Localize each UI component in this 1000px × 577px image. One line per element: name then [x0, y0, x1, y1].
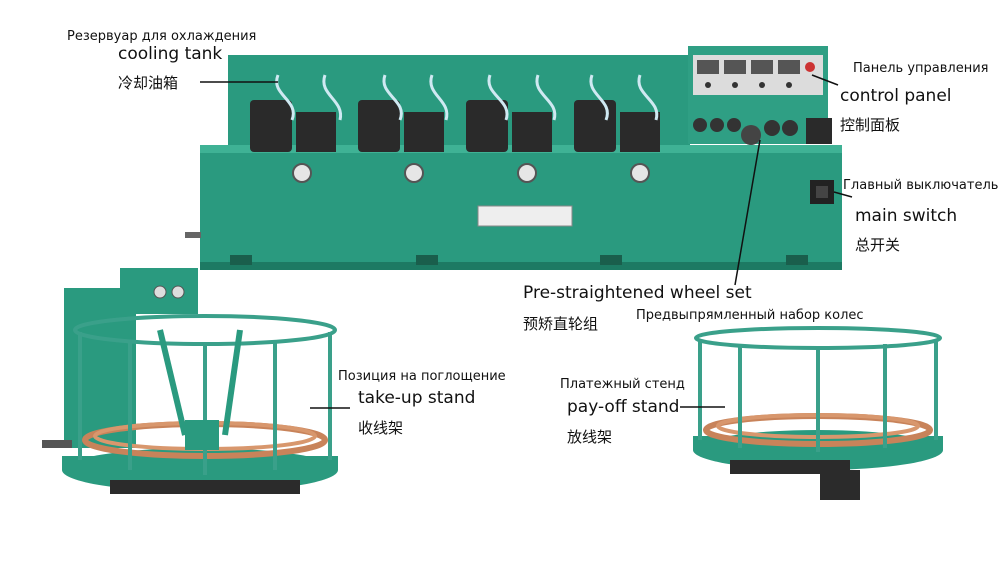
- wheel-4: [741, 125, 761, 145]
- control-panel-label-zh: 控制面板: [840, 116, 901, 134]
- hose-4: [429, 74, 449, 121]
- nameplate: [477, 205, 573, 227]
- foot-slot-4: [786, 255, 808, 265]
- main-switch-label-ru: Главный выключатель: [843, 178, 999, 193]
- knob-1: [705, 82, 711, 88]
- wheel-housing: [806, 118, 832, 144]
- porthole-3: [517, 163, 537, 183]
- porthole-1: [292, 163, 312, 183]
- wheel-1: [693, 118, 707, 132]
- leader-lines: [200, 74, 853, 409]
- gearbox-3: [512, 112, 552, 152]
- cooling-tank-label-en: cooling tank: [118, 44, 223, 64]
- hose-2: [322, 74, 343, 121]
- pre-straightened-wheels: [693, 118, 832, 145]
- drawing-unit-2: [358, 100, 400, 152]
- pay-off-stand: [693, 326, 943, 500]
- meter-4: [778, 60, 800, 74]
- control-panel-label-ru: Панель управления: [853, 61, 989, 76]
- control-panel-label-en: control panel: [840, 86, 952, 106]
- take-up-stand: [42, 268, 338, 494]
- take-up-strut-1: [157, 329, 188, 436]
- pre-straightened-label-en: Pre-straightened wheel set: [523, 283, 752, 303]
- porthole-4: [630, 163, 650, 183]
- cooling-tank-label-zh: 冷却油箱: [118, 74, 179, 92]
- take-up-cage: [73, 314, 337, 475]
- pay-off-cage-ring: [694, 326, 942, 350]
- pre-straightened-label-zh: 预矫直轮组: [523, 315, 599, 333]
- drawing-unit-4: [574, 100, 616, 152]
- gauge-2: [171, 285, 185, 299]
- leader-pre-straightened: [734, 139, 761, 286]
- meter-3: [751, 60, 773, 74]
- machine-bottom-edge: [200, 262, 842, 270]
- main-switch-label-zh: 总开关: [855, 236, 901, 254]
- take-up-tower: [64, 288, 136, 448]
- knob-2: [732, 82, 738, 88]
- knob-3: [759, 82, 765, 88]
- wheel-3: [727, 118, 741, 132]
- take-up-arm: [42, 440, 72, 448]
- drawing-unit-3: [466, 100, 508, 152]
- main-machine: [185, 46, 842, 270]
- gauge-1: [153, 285, 167, 299]
- cooling-tank-label-ru: Резервуар для охлаждения: [67, 29, 257, 44]
- hose-1: [275, 74, 295, 121]
- pay-off-stand-label-en: pay-off stand: [567, 397, 680, 417]
- meter-1: [697, 60, 719, 74]
- take-up-strut-2: [222, 329, 243, 436]
- main-switch-lever: [816, 186, 828, 198]
- wheel-6: [782, 120, 798, 136]
- leader-main-switch: [833, 191, 853, 198]
- indicator-light: [805, 62, 815, 72]
- pay-off-cage: [694, 326, 942, 452]
- pay-off-foot-extension: [820, 470, 860, 500]
- foot-slot-2: [416, 255, 438, 265]
- knob-4: [786, 82, 792, 88]
- drawing-unit-1: [250, 100, 292, 152]
- pre-straightened-label-ru: Предвыпрямленный набор колес: [636, 308, 864, 323]
- cooling-hoses: [275, 74, 659, 121]
- pay-off-stand-label-zh: 放线架: [567, 428, 613, 446]
- meter-2: [724, 60, 746, 74]
- gearbox-4: [620, 112, 660, 152]
- wheel-2: [710, 118, 724, 132]
- take-up-stand-label-ru: Позиция на поглощение: [338, 369, 506, 384]
- hose-8: [637, 74, 659, 121]
- take-up-stand-label-zh: 收线架: [358, 419, 404, 437]
- foot-slot-3: [600, 255, 622, 265]
- side-handle: [185, 232, 201, 238]
- take-up-foot: [110, 480, 300, 494]
- leader-control-panel: [811, 74, 839, 86]
- take-up-stand-label-en: take-up stand: [358, 388, 476, 408]
- porthole-2: [404, 163, 424, 183]
- gearbox-1: [296, 112, 336, 152]
- main-switch-label-en: main switch: [855, 206, 958, 226]
- gearbox-2: [404, 112, 444, 152]
- hose-3: [382, 74, 403, 121]
- hose-6: [535, 74, 557, 121]
- drawing-units: [250, 100, 660, 152]
- hose-7: [589, 74, 609, 121]
- wheel-5: [764, 120, 780, 136]
- take-up-spindle: [185, 420, 219, 450]
- pay-off-stand-label-ru: Платежный стенд: [560, 377, 685, 392]
- hose-5: [487, 74, 509, 121]
- foot-slot-1: [230, 255, 252, 265]
